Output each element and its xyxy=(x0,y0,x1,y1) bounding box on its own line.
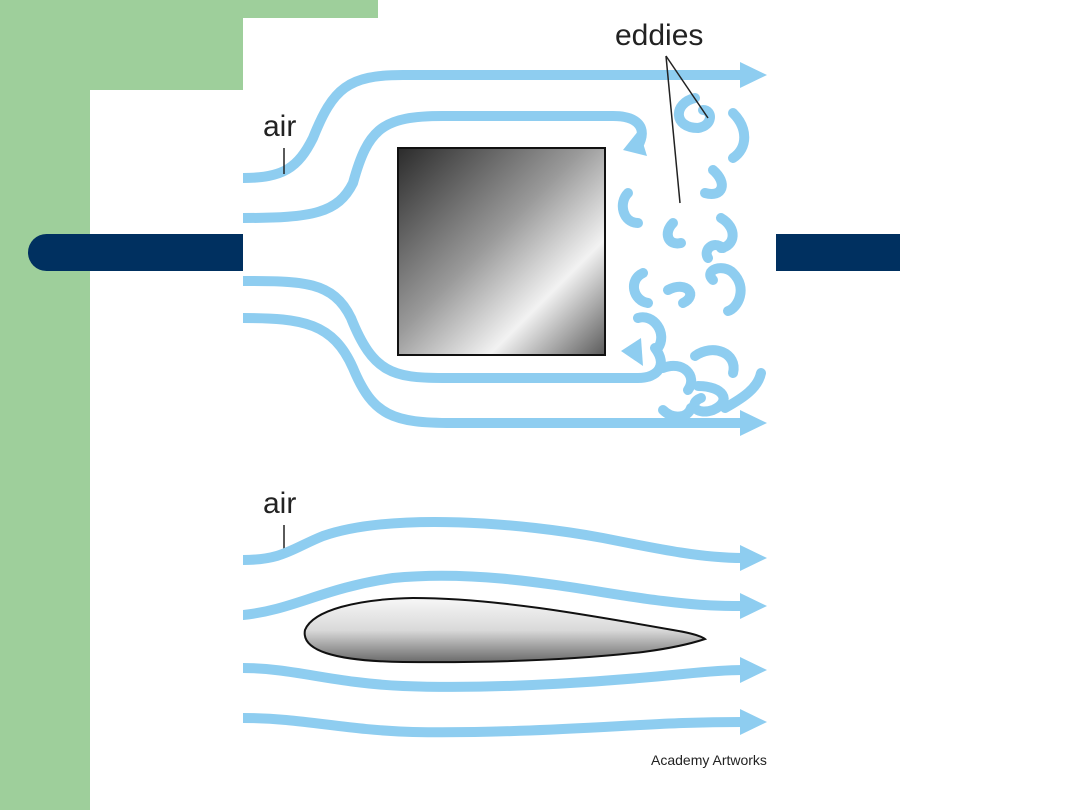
arrowhead xyxy=(740,657,767,683)
slide-accent-bar-left xyxy=(28,234,268,271)
streamline-foil-3 xyxy=(243,663,748,692)
streamline-foil-4 xyxy=(243,713,748,738)
arrowhead xyxy=(740,709,767,735)
slide-accent-bar-right xyxy=(770,234,900,271)
eddy xyxy=(701,240,728,263)
arrowhead xyxy=(623,130,647,156)
arrowheads-square xyxy=(621,62,767,436)
airflow-diagram: eddies air air Academy Artworks xyxy=(243,19,767,768)
arrowheads-airfoil xyxy=(740,545,767,735)
square-obstacle xyxy=(397,147,606,356)
streamline-bottom-inner xyxy=(243,276,666,383)
streamline-top-inner xyxy=(243,111,647,223)
eddy xyxy=(658,361,697,395)
arrowhead xyxy=(740,593,767,619)
eddy xyxy=(629,268,653,308)
eddy xyxy=(673,93,715,134)
eddies-group xyxy=(617,93,766,422)
eddy xyxy=(720,368,766,413)
streamline-top-outer xyxy=(243,70,748,183)
eddy xyxy=(658,403,696,422)
streamline-bottom-outer xyxy=(243,313,748,428)
eddy xyxy=(689,381,729,417)
eddies-leader-1 xyxy=(665,55,709,119)
eddy xyxy=(728,108,750,163)
streamline-foil-2 xyxy=(243,570,748,620)
arrowhead xyxy=(740,410,767,436)
eddies-leader-2 xyxy=(665,55,681,204)
eddy xyxy=(633,312,667,353)
streamline-foil-1 xyxy=(243,516,748,565)
arrowhead xyxy=(740,62,767,88)
eddy xyxy=(705,263,746,316)
streamlines-square xyxy=(243,70,748,428)
airflow-figure: eddies air air Academy Artworks xyxy=(243,18,776,770)
air-label-bottom: air xyxy=(263,487,296,520)
eddy xyxy=(690,345,739,378)
air-label-top: air xyxy=(263,110,296,143)
arrowhead xyxy=(740,545,767,571)
arrowhead xyxy=(621,338,643,366)
credit-label: Academy Artworks xyxy=(651,752,767,768)
slide-green-sidebar xyxy=(0,0,90,810)
eddies-label: eddies xyxy=(615,19,703,52)
label-leaders xyxy=(283,55,709,551)
eddy xyxy=(663,281,696,308)
eddy xyxy=(700,165,727,199)
eddy xyxy=(617,188,643,228)
airfoil-obstacle xyxy=(303,596,708,664)
eddy xyxy=(662,218,686,249)
streamlines-airfoil xyxy=(243,516,748,738)
